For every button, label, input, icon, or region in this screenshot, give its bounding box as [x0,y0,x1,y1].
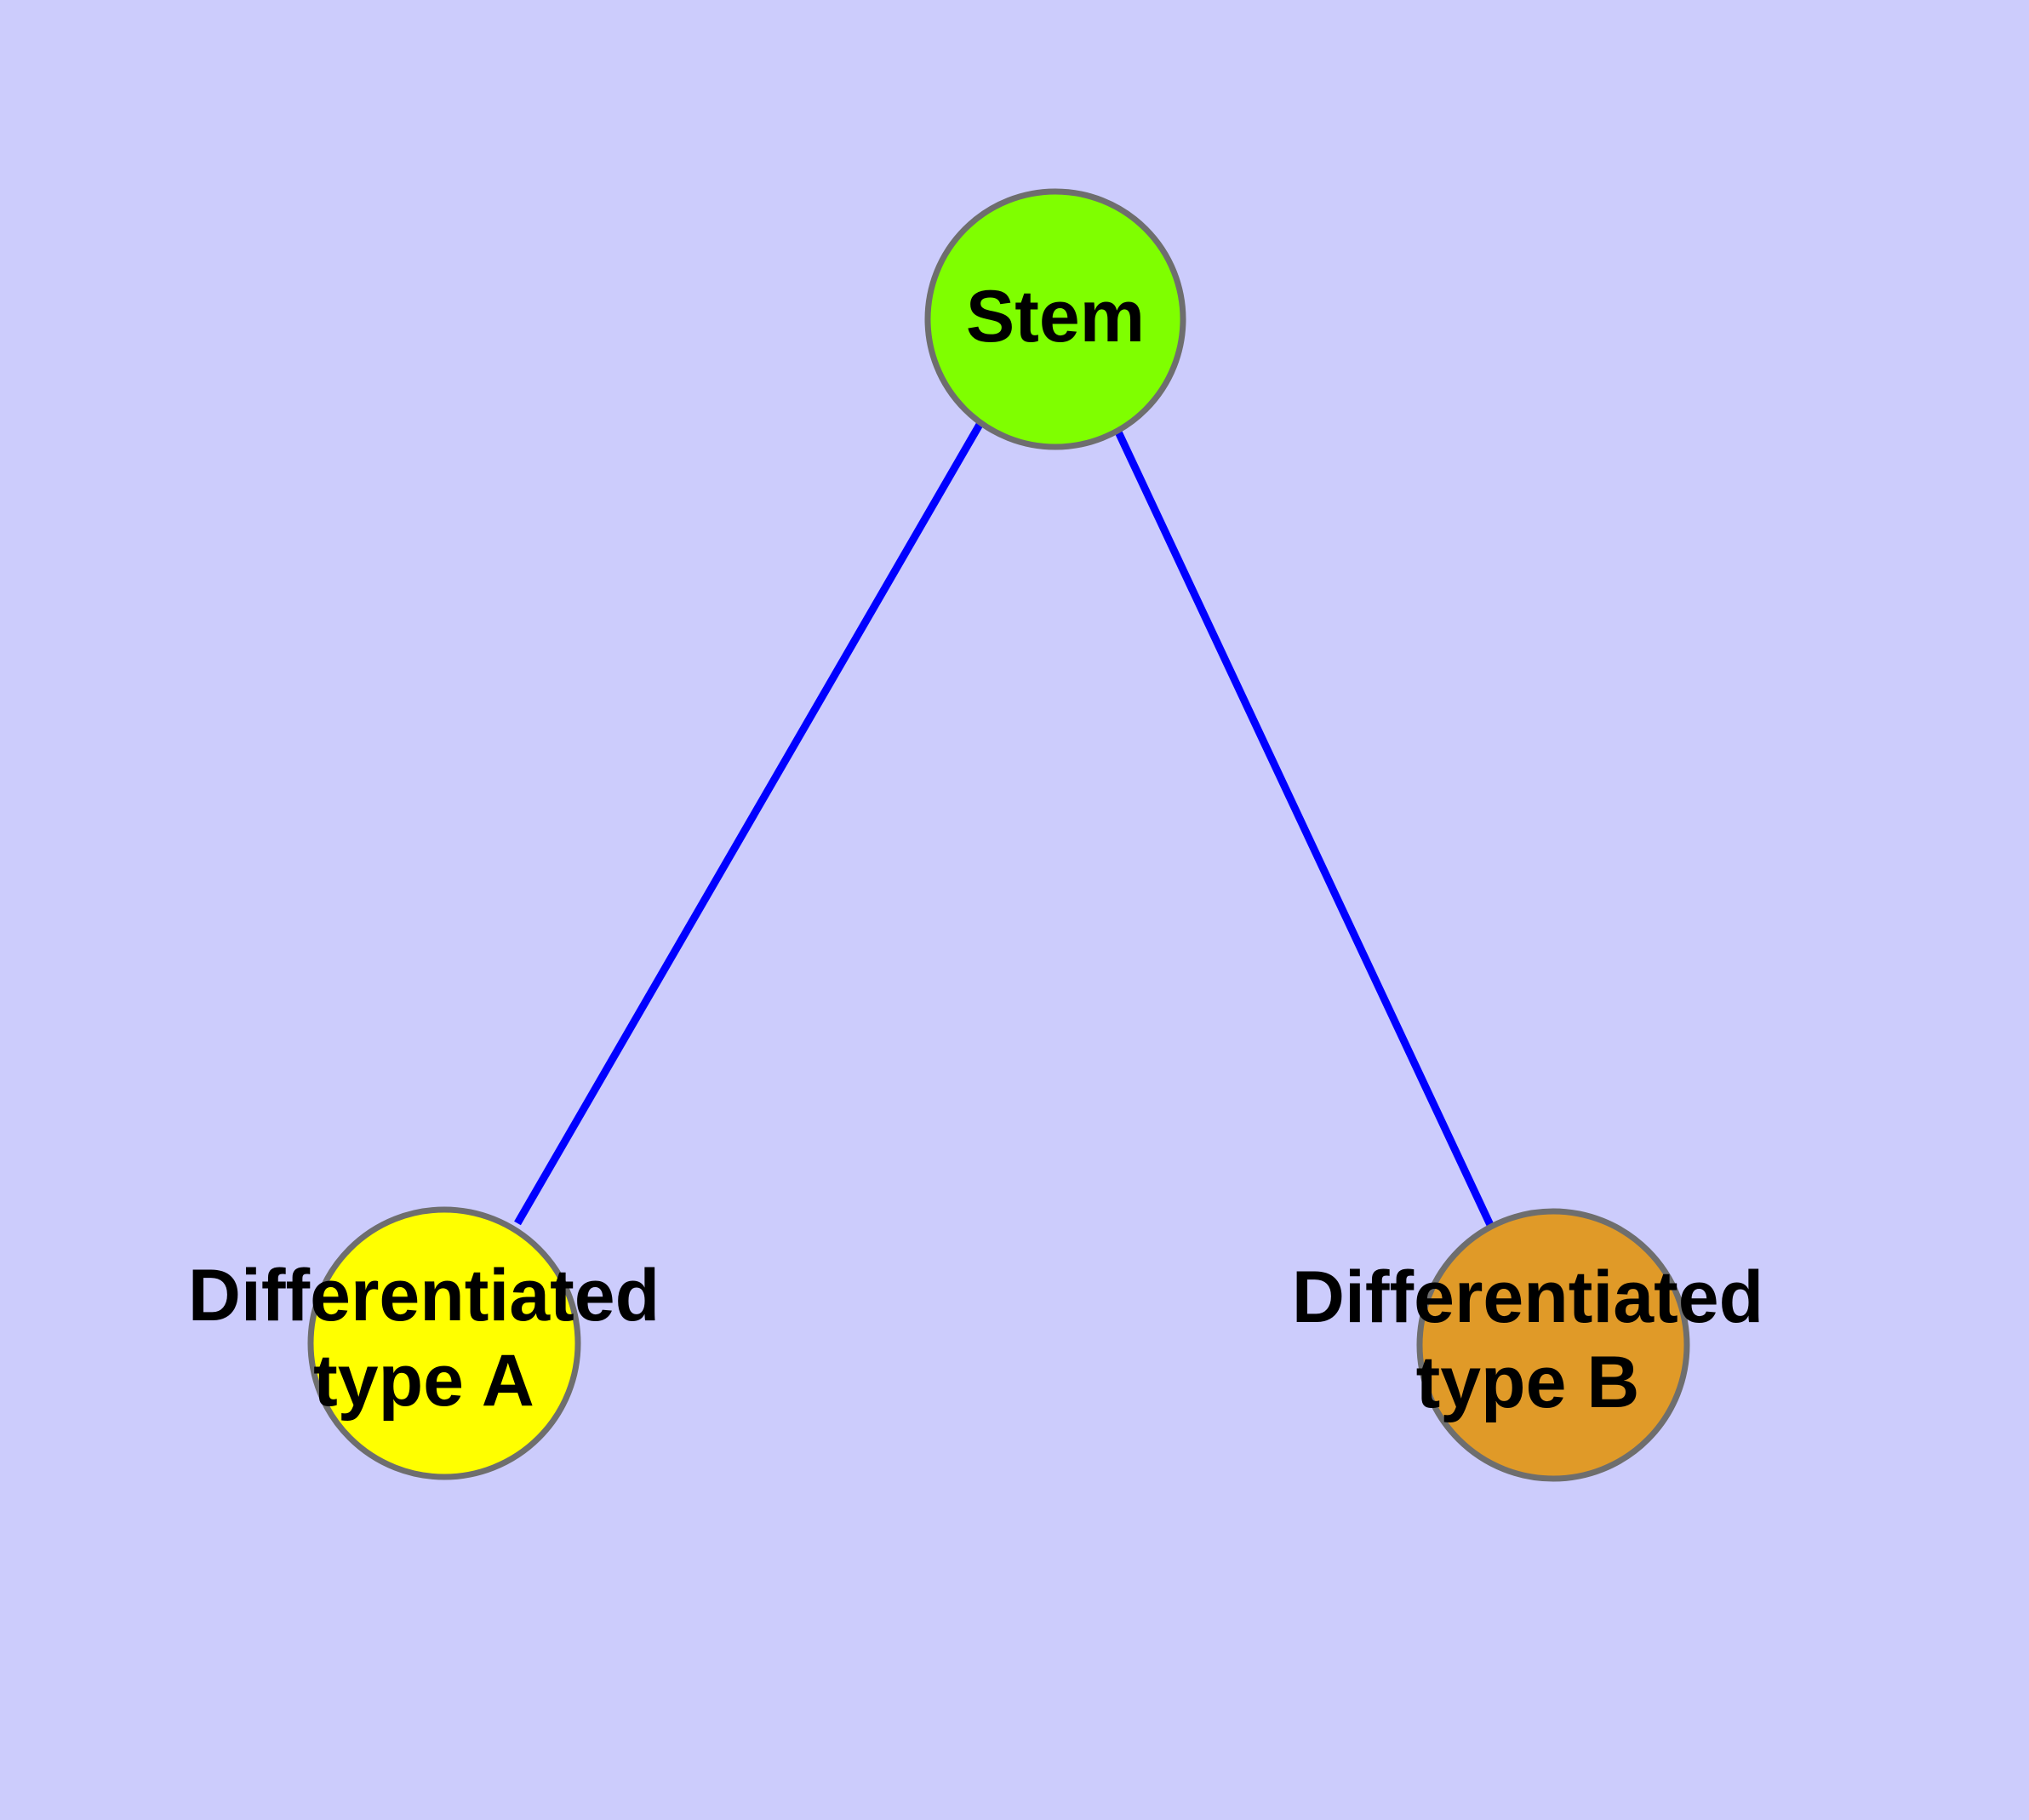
node-label-line: type A [313,1340,534,1422]
node-diff-type-a-circle[interactable] [307,1206,581,1480]
edge-stem-to-type-b[interactable] [1112,425,1495,1227]
node-diff-type-b[interactable] [1416,1208,1690,1482]
node-label-line: Differentiated [188,1255,660,1336]
node-label-line: Differentiated [1292,1256,1763,1338]
edges-layer [514,421,1495,1227]
node-diff-type-a[interactable] [307,1206,581,1480]
nodes-layer [307,188,1690,1482]
node-stem-circle[interactable] [924,188,1186,450]
node-stem-label: Stem [966,276,1145,358]
node-label-line: Stem [966,276,1145,358]
node-stem[interactable] [924,188,1186,450]
edge-stem-to-type-a[interactable] [514,421,984,1226]
node-label-line: type B [1416,1342,1640,1423]
node-diff-type-b-circle[interactable] [1416,1208,1690,1482]
